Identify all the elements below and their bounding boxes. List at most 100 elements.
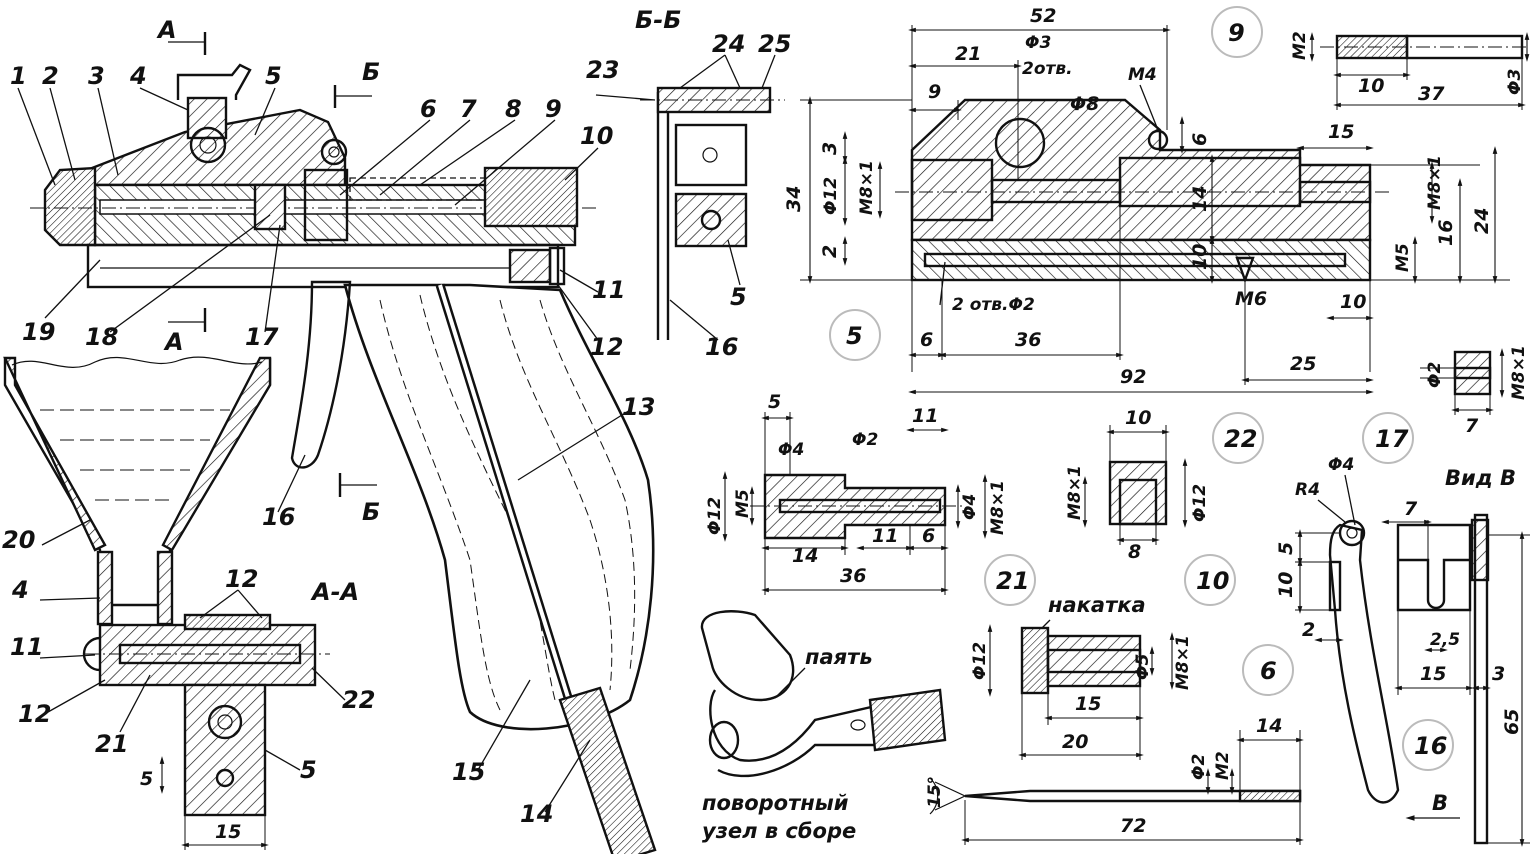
swivel-cylinder xyxy=(700,610,795,702)
p22-dim-10: 10 xyxy=(1125,407,1151,429)
bb-body-hole xyxy=(700,209,722,231)
needle-thread xyxy=(1238,789,1302,803)
callout-1: 1 xyxy=(10,62,27,90)
air-tube-13-inner xyxy=(438,284,577,721)
callout-9: 9 xyxy=(545,95,562,123)
p6-lever xyxy=(1328,523,1400,804)
section-b-bottom-letter: Б xyxy=(362,498,380,526)
aa-body-5 xyxy=(183,683,267,817)
hose-fitting-14 xyxy=(558,686,657,859)
wooden-handle-15 xyxy=(343,283,655,731)
p5-dim-3: 3 xyxy=(819,142,841,155)
p21-dim-phi4: Φ4 xyxy=(778,440,804,460)
view-v-arrow-letter: В xyxy=(1432,791,1448,815)
part-10-detail: 10 накатка Φ12 Φ5 M8×1 15 20 xyxy=(970,554,1236,760)
feed-tube-wall-l xyxy=(96,550,114,626)
slider-6 xyxy=(303,168,349,242)
p21-dim-phi12: Φ12 xyxy=(705,497,725,535)
p17-dim-phi2: Φ2 xyxy=(1425,362,1445,388)
p6-pivot-eye xyxy=(1338,519,1366,547)
part-9-detail: 9 10 37 M2 Φ3 xyxy=(1211,6,1530,110)
p22-dim-8: 8 xyxy=(1128,541,1141,563)
p16-dim-2-5: 2,5 xyxy=(1430,630,1460,650)
p21-dim-phi2: Φ2 xyxy=(852,430,878,450)
p22-bore xyxy=(1118,478,1158,526)
part-10-label: 10 xyxy=(1196,567,1229,595)
needle-angle-arc xyxy=(929,777,939,815)
p5-dim-m4: M4 xyxy=(1128,65,1157,85)
aa-swivel xyxy=(207,704,243,740)
part-6-detail: R4 Φ4 5 10 2 6 xyxy=(1242,455,1400,804)
solder-caption: паять xyxy=(805,645,873,669)
p17-bore xyxy=(1453,366,1492,380)
bb-block-hole xyxy=(702,147,718,163)
section-bb-view: Б-Б 23 24 25 5 16 xyxy=(586,6,791,361)
trigger-pivot-pin xyxy=(328,146,340,158)
p16-stem xyxy=(1473,513,1489,845)
needle-dim-m2: M2 xyxy=(1213,751,1233,780)
p21-dim-6: 6 xyxy=(922,525,935,547)
aa-callout-12: 12 xyxy=(18,700,51,728)
wood-grain-1 xyxy=(379,299,501,711)
p10-dim-m8: M8×1 xyxy=(1173,635,1193,690)
callout-2: 2 xyxy=(42,62,59,90)
p10-dim-phi12: Φ12 xyxy=(970,642,990,680)
aa-callout-20: 20 xyxy=(2,526,35,554)
p5-lower-section xyxy=(910,238,1372,282)
p16-dim-7: 7 xyxy=(1404,498,1418,520)
bb-callout-5: 5 xyxy=(730,283,747,311)
p5-dim-16: 16 xyxy=(1435,220,1457,246)
p10-dim-20: 20 xyxy=(1062,731,1088,753)
callout-5: 5 xyxy=(265,62,282,90)
p5-dim-52: 52 xyxy=(1030,5,1056,27)
part-6-label: 6 xyxy=(1260,657,1277,685)
needle-detail: 15° Φ2 M2 14 72 xyxy=(925,715,1304,845)
aa-dim-15: 15 xyxy=(215,821,241,843)
needle-dim-angle: 15° xyxy=(925,776,945,808)
p16-slot xyxy=(1398,558,1470,610)
aa-callout-11: 11 xyxy=(10,633,43,661)
p5-m6-hole xyxy=(1235,256,1255,284)
swivel-assembly-sketch: паять поворотный узел в сборе xyxy=(700,610,947,843)
swivel-threaded-end xyxy=(868,688,947,752)
p21-dim-5: 5 xyxy=(768,391,781,413)
p6-dim-2: 2 xyxy=(1302,619,1315,641)
p17-dim-7: 7 xyxy=(1465,415,1479,437)
callout-6: 6 xyxy=(420,95,437,123)
callout-8: 8 xyxy=(505,95,522,123)
trigger-pivot xyxy=(320,138,348,166)
p5-dim-10: 10 xyxy=(1340,291,1366,313)
view-v-title: Вид В xyxy=(1445,466,1516,490)
part-21-badge xyxy=(984,554,1036,606)
swivel-side-hole xyxy=(850,719,866,731)
p5-pivot-hole xyxy=(994,117,1046,169)
callout-17: 17 xyxy=(245,323,279,351)
part-9-label: 9 xyxy=(1228,19,1245,47)
funnel-wall-right xyxy=(161,356,272,552)
p5-dim-10v: 10 xyxy=(1189,244,1211,270)
callout-4: 4 xyxy=(129,62,147,90)
p5-dim-2holes: 2отв. xyxy=(1022,59,1073,79)
p10-bore xyxy=(1046,648,1142,674)
p22-dim-m8: M8×1 xyxy=(1065,465,1085,520)
p6-tab xyxy=(1328,560,1342,612)
callout-18: 18 xyxy=(85,323,118,351)
p5-dim-m5: M5 xyxy=(1393,243,1413,272)
p5-dim-phi8: Φ8 xyxy=(1070,93,1099,115)
p5-dim-2holes-phi2: 2 отв.Φ2 xyxy=(952,295,1035,315)
part-21-detail: 5 Φ4 Φ2 11 Φ12 M5 Φ4 M8×1 14 11 6 36 21 xyxy=(705,391,1036,606)
p5-dim-9: 9 xyxy=(928,81,941,103)
p5-air-hole xyxy=(923,252,1347,268)
part-21-label: 21 xyxy=(996,567,1029,595)
p10-sleeve xyxy=(1046,634,1142,688)
p10-knurl-caption: накатка xyxy=(1048,593,1146,617)
bb-callout-16: 16 xyxy=(705,333,738,361)
p5-dim-m8r: M8×1 xyxy=(1425,155,1445,210)
callout-13: 13 xyxy=(622,393,655,421)
aa-callout-4: 4 xyxy=(11,576,29,604)
aa-callout-12-top: 12 xyxy=(225,565,258,593)
p5-dim-36: 36 xyxy=(1015,329,1041,351)
needle-dim-phi2: Φ2 xyxy=(1189,754,1209,780)
part-5-detail: 52 21 Φ3 2отв. Φ8 M4 9 15 34 3 Φ12 M8×1 … xyxy=(783,5,1510,395)
